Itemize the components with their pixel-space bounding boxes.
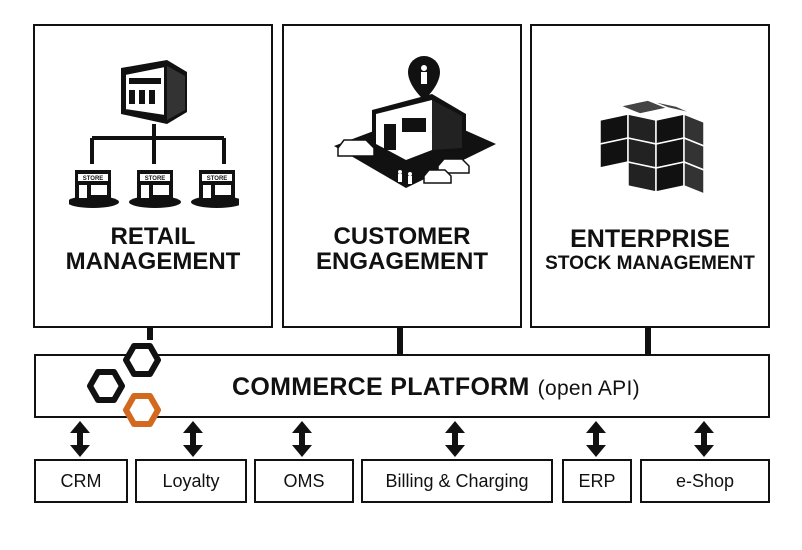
- svg-text:STORE: STORE: [207, 176, 228, 182]
- retail-management-card: STORE STORE STORE RETAIL MANAGEMENT: [33, 24, 273, 328]
- svg-text:STORE: STORE: [145, 176, 166, 182]
- retail-management-title: RETAIL MANAGEMENT: [35, 223, 271, 276]
- customer-engagement-card: CUSTOMER ENGAGEMENT: [282, 24, 522, 328]
- oms-arrow-icon: [292, 421, 312, 457]
- enterprise-title-line1: ENTERPRISE: [570, 225, 730, 253]
- commerce-platform-subtitle: (open API): [537, 377, 640, 400]
- commerce-platform-title: COMMERCE PLATFORM: [232, 373, 530, 401]
- stock-boxes-icon: [599, 99, 705, 196]
- store-network-icon: STORE STORE STORE: [69, 60, 239, 208]
- crm-arrow-icon: [70, 421, 90, 457]
- module-oms: OMS: [254, 459, 354, 503]
- retail-connector: [147, 328, 153, 340]
- svg-text:STORE: STORE: [83, 176, 104, 182]
- commerce-platform-label: COMMERCE PLATFORM (open API): [232, 373, 640, 402]
- module-eshop: e-Shop: [640, 459, 770, 503]
- eshop-arrow-icon: [694, 421, 714, 457]
- enterprise-title-line2: STOCK MANAGEMENT: [545, 253, 755, 275]
- hexagon-logo-icon: [87, 343, 161, 427]
- retail-title-line2: MANAGEMENT: [65, 248, 241, 276]
- customer-title-line1: CUSTOMER: [333, 223, 471, 250]
- module-crm: CRM: [34, 459, 128, 503]
- module-loyalty: Loyalty: [135, 459, 247, 503]
- erp-arrow-icon: [586, 421, 606, 457]
- enterprise-connector: [645, 328, 651, 354]
- store-location-icon: [334, 56, 496, 188]
- customer-engagement-title: CUSTOMER ENGAGEMENT: [284, 223, 520, 276]
- retail-title-line1: RETAIL: [110, 223, 196, 250]
- enterprise-stock-card: ENTERPRISE STOCK MANAGEMENT: [530, 24, 770, 328]
- module-billing-charging: Billing & Charging: [361, 459, 553, 503]
- billing-arrow-icon: [445, 421, 465, 457]
- enterprise-stock-title: ENTERPRISE STOCK MANAGEMENT: [532, 226, 768, 274]
- customer-connector: [397, 328, 403, 354]
- customer-title-line2: ENGAGEMENT: [315, 248, 488, 276]
- loyalty-arrow-icon: [183, 421, 203, 457]
- module-erp: ERP: [562, 459, 632, 503]
